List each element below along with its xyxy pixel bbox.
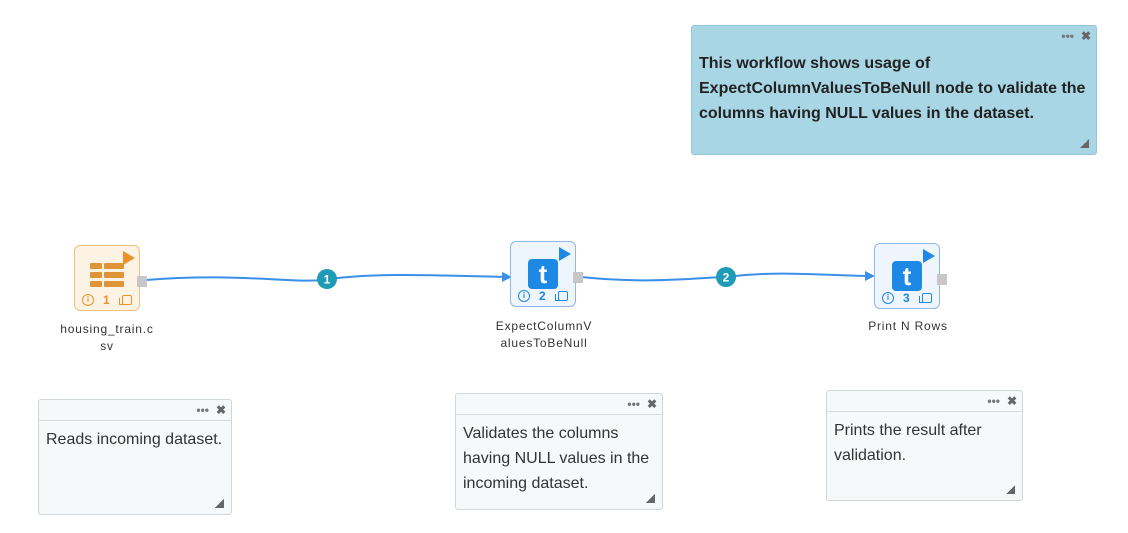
copy-icon[interactable] bbox=[919, 293, 932, 303]
edge-badge-2-label: 2 bbox=[723, 271, 730, 285]
edge-badge-1-label: 1 bbox=[324, 273, 331, 287]
note-text: Validates the columns having NULL values… bbox=[463, 425, 650, 492]
edge-badge-1[interactable] bbox=[317, 269, 337, 289]
run-node-icon[interactable] bbox=[923, 249, 935, 263]
info-icon[interactable]: i bbox=[82, 294, 94, 306]
note-header: ••• ✖ bbox=[456, 394, 662, 415]
info-icon[interactable]: i bbox=[518, 290, 530, 302]
note-header: ••• ✖ bbox=[39, 400, 231, 421]
close-icon[interactable]: ✖ bbox=[215, 403, 226, 417]
note-reads-incoming[interactable]: ••• ✖ Reads incoming dataset. bbox=[38, 399, 232, 515]
note-text: Reads incoming dataset. bbox=[46, 431, 223, 448]
more-options-icon[interactable]: ••• bbox=[1061, 29, 1074, 43]
copy-icon[interactable] bbox=[555, 291, 568, 301]
resize-grip-icon[interactable] bbox=[1080, 139, 1089, 148]
note-text: Prints the result after validation. bbox=[834, 422, 982, 464]
node-print-n-rows[interactable]: t i 3 bbox=[874, 243, 947, 309]
t-icon: t bbox=[892, 261, 922, 291]
output-port[interactable] bbox=[573, 272, 583, 283]
note-prints-result[interactable]: ••• ✖ Prints the result after validation… bbox=[826, 390, 1023, 501]
run-node-icon[interactable] bbox=[559, 247, 571, 261]
resize-grip-icon[interactable] bbox=[646, 494, 655, 503]
node-number: 1 bbox=[103, 293, 110, 307]
close-icon[interactable]: ✖ bbox=[1006, 394, 1017, 408]
workflow-description-note[interactable]: ••• ✖ This workflow shows usage of Expec… bbox=[691, 25, 1097, 155]
resize-grip-icon[interactable] bbox=[1006, 485, 1015, 494]
close-icon[interactable]: ✖ bbox=[646, 397, 657, 411]
info-icon[interactable]: i bbox=[882, 292, 894, 304]
resize-grip-icon[interactable] bbox=[215, 499, 224, 508]
more-options-icon[interactable]: ••• bbox=[627, 397, 640, 411]
node-label: housing_train.csv bbox=[60, 322, 154, 353]
workflow-note-text: This workflow shows usage of ExpectColum… bbox=[699, 55, 1086, 122]
run-node-icon[interactable] bbox=[123, 251, 135, 265]
node-number: 2 bbox=[539, 289, 546, 303]
edge-badge-2[interactable] bbox=[716, 267, 736, 287]
node-label: Print N Rows bbox=[868, 319, 948, 333]
output-port[interactable] bbox=[937, 274, 947, 285]
close-icon[interactable]: ✖ bbox=[1080, 29, 1091, 43]
copy-icon[interactable] bbox=[119, 295, 132, 305]
output-port[interactable] bbox=[137, 276, 147, 287]
note-validates-columns[interactable]: ••• ✖ Validates the columns having NULL … bbox=[455, 393, 663, 510]
more-options-icon[interactable]: ••• bbox=[987, 394, 1000, 408]
node-label: ExpectColumnValuesToBeNull bbox=[495, 319, 593, 350]
node-expect-column-values-to-be-null[interactable]: t i 2 bbox=[510, 241, 583, 307]
node-number: 3 bbox=[903, 291, 910, 305]
note-header: ••• ✖ bbox=[692, 26, 1096, 46]
node-housing-train-csv[interactable]: i 1 bbox=[74, 245, 147, 311]
note-header: ••• ✖ bbox=[827, 391, 1022, 412]
more-options-icon[interactable]: ••• bbox=[196, 403, 209, 417]
csv-table-icon bbox=[90, 262, 124, 290]
t-icon: t bbox=[528, 259, 558, 289]
